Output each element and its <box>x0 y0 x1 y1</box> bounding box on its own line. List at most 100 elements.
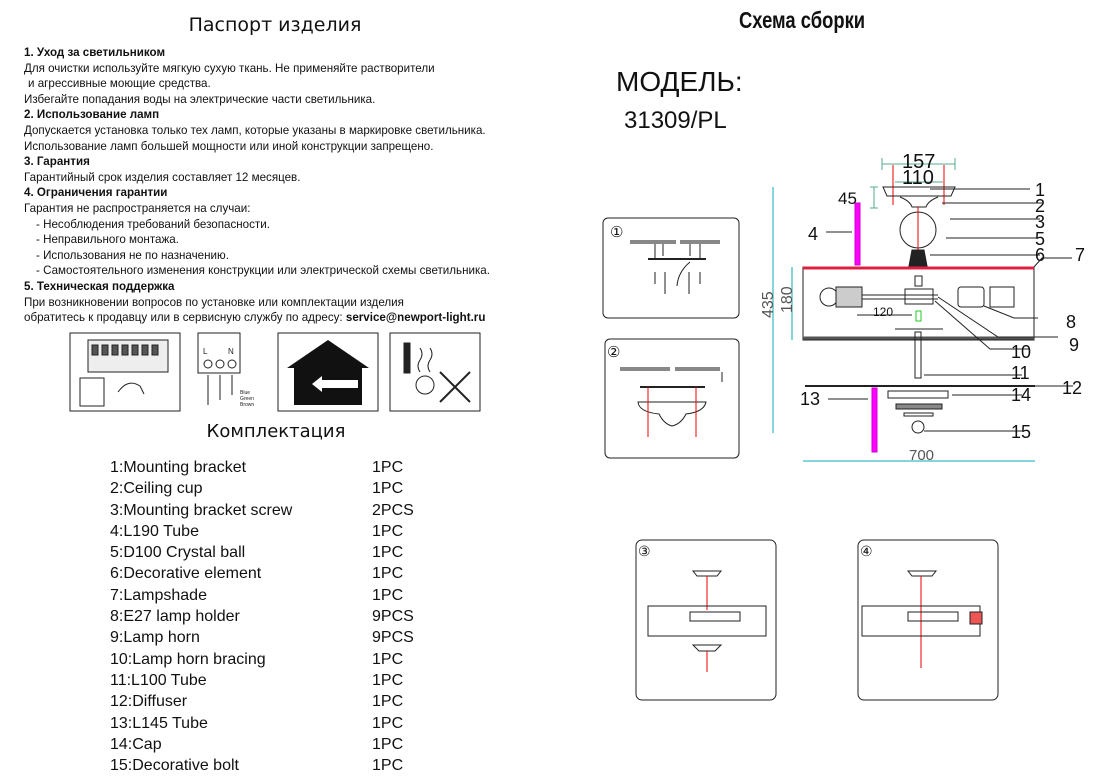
section-line: и агрессивные моющие средства. <box>28 77 211 91</box>
kit-item-name: 6:Decorative element <box>110 565 262 583</box>
part-12-label: 12 <box>1062 378 1082 398</box>
diagram-labels: 157 110 45 435 180 120 700 1 2 3 4 5 6 7… <box>760 151 1085 464</box>
step-3-label: ③ <box>638 543 651 559</box>
section-line: - Самостоятельного изменения конструкции… <box>36 264 490 278</box>
step-1-label: ① <box>610 224 623 241</box>
terminal-n-label: N <box>228 347 234 356</box>
kit-item-name: 4:L190 Tube <box>110 522 199 540</box>
dim-435: 435 <box>760 291 777 318</box>
wire-green-label: Green <box>240 396 254 402</box>
model-number: 31309/PL <box>624 107 727 134</box>
kit-item-qty: 1PC <box>372 671 404 689</box>
kit-item-name: 2:Ceiling cup <box>110 480 203 498</box>
part-15-label: 15 <box>1011 422 1031 442</box>
section-line-text: обратитесь к продавцу или в сервисную сл… <box>24 311 343 325</box>
kit-item: 7:Lampshade 1PC <box>110 585 414 606</box>
kit-list: 1:Mounting bracket 1PC 2:Ceiling cup 1PC 3… <box>110 457 414 776</box>
wire-connection-icon: L N Blue Green Brown <box>197 332 254 408</box>
section-heading: 1. Уход за светильником <box>24 46 166 59</box>
kit-item-name: 8:E27 lamp holder <box>110 608 240 626</box>
wiring-terminal-icon <box>69 332 181 412</box>
kit-item: 11:L100 Tube 1PC <box>110 670 414 691</box>
kit-item-name: 1:Mounting bracket <box>110 459 247 476</box>
section-heading: 3. Гарантия <box>24 155 90 169</box>
kit-item-name: 5:D100 Crystal ball <box>110 544 246 562</box>
section-line: Гарантийный срок изделия составляет 12 м… <box>24 170 301 184</box>
wire-brown-label: Brown <box>240 402 254 408</box>
step-4-panel: ④ <box>857 539 999 701</box>
part-5-label: 5 <box>1035 229 1045 249</box>
assembly-diagram <box>772 158 1073 462</box>
step-1-panel: ① <box>602 217 740 319</box>
dim-110: 110 <box>902 167 934 189</box>
kit-item-qty: 1PC <box>372 459 404 476</box>
section-line: Для очистки используйте мягкую сухую тка… <box>24 61 435 75</box>
kit-item: 9:Lamp horn 9PCS <box>110 627 414 648</box>
kit-item-name: 3:Mounting bracket screw <box>110 501 293 519</box>
kit-item-qty: 1PC <box>372 735 404 753</box>
indoor-use-house-icon <box>277 332 379 412</box>
kit-item: 3:Mounting bracket screw 2PCS <box>110 500 414 521</box>
section-line: Гарантия не распространяется на случаи: <box>24 201 251 215</box>
kit-item: 4:L190 Tube 1PC <box>110 521 414 542</box>
kit-title: Комплектация <box>206 421 346 442</box>
section-line: Допускается установка только тех ламп, к… <box>24 123 486 137</box>
support-email-link[interactable]: service@newport-light.ru <box>345 311 486 325</box>
kit-item-name: 7:Lampshade <box>110 586 207 604</box>
part-9-label: 9 <box>1069 335 1079 355</box>
section-heading: 4. Ограничения гарантии <box>24 186 168 200</box>
section-heading: 2. Использование ламп <box>24 108 160 122</box>
step-4-label: ④ <box>860 543 873 559</box>
kit-item: 2:Ceiling cup 1PC <box>110 478 414 499</box>
wire-blue-label: Blue <box>240 390 250 396</box>
section-heading: 5. Техническая поддержка <box>24 279 175 293</box>
section-line: - Несоблюдения требований безопасности. <box>36 217 270 231</box>
no-water-icon <box>389 332 481 412</box>
kit-item-qty: 1PC <box>372 650 404 668</box>
model-label: МОДЕЛЬ: <box>616 66 743 97</box>
kit-item: 10:Lamp horn bracing 1PC <box>110 649 414 670</box>
kit-item: 5:D100 Crystal ball 1PC <box>110 542 414 563</box>
part-14-label: 14 <box>1011 385 1031 405</box>
part-10-label: 10 <box>1011 342 1031 362</box>
part-13-label: 13 <box>800 389 820 409</box>
part-11-label: 11 <box>1011 363 1030 383</box>
part-6-label: 6 <box>1035 245 1045 265</box>
passport-title: Паспорт изделия <box>188 14 362 36</box>
kit-item-qty: 1PC <box>372 757 404 775</box>
kit-item: 1:Mounting bracket 1PC <box>110 457 414 478</box>
kit-item-qty: 1PC <box>372 522 404 540</box>
section-line: Использование ламп большей мощности или … <box>24 139 434 153</box>
kit-item-qty: 1PC <box>372 544 404 562</box>
dim-700: 700 <box>909 447 934 464</box>
kit-item-qty: 1PC <box>372 714 404 732</box>
kit-item-name: 15:Decorative bolt <box>110 757 239 775</box>
section-line: При возникновении вопросов по установке … <box>24 295 404 309</box>
kit-item-name: 13:L145 Tube <box>110 714 208 732</box>
assembly-scheme-title: Схема сборки <box>739 7 866 33</box>
part-7-label: 7 <box>1075 245 1085 265</box>
part-2-label: 2 <box>1035 196 1045 216</box>
step-2-label: ② <box>607 344 620 361</box>
kit-item-name: 11:L100 Tube <box>110 671 207 689</box>
kit-item-qty: 1PC <box>372 565 404 583</box>
section-line: обратитесь к продавцу или в сервисную сл… <box>24 310 490 326</box>
dim-180: 180 <box>779 286 796 313</box>
kit-item-qty: 1PC <box>372 586 404 604</box>
kit-item-name: 12:Diffuser <box>110 693 188 711</box>
section-line: - Неправильного монтажа. <box>36 233 179 247</box>
part-4-label: 4 <box>808 224 818 244</box>
kit-item-qty: 9PCS <box>372 629 414 647</box>
passport-sections: 1. Уход за светильником Для очистки испо… <box>24 45 490 326</box>
kit-item: 6:Decorative element 1PC <box>110 563 414 584</box>
kit-item-qty: 2PCS <box>372 501 414 519</box>
terminal-l-label: L <box>203 347 208 356</box>
kit-item-name: 9:Lamp horn <box>110 629 200 647</box>
kit-item-name: 10:Lamp horn bracing <box>110 650 266 668</box>
dim-120: 120 <box>873 305 893 319</box>
kit-item-qty: 1PC <box>372 480 404 498</box>
